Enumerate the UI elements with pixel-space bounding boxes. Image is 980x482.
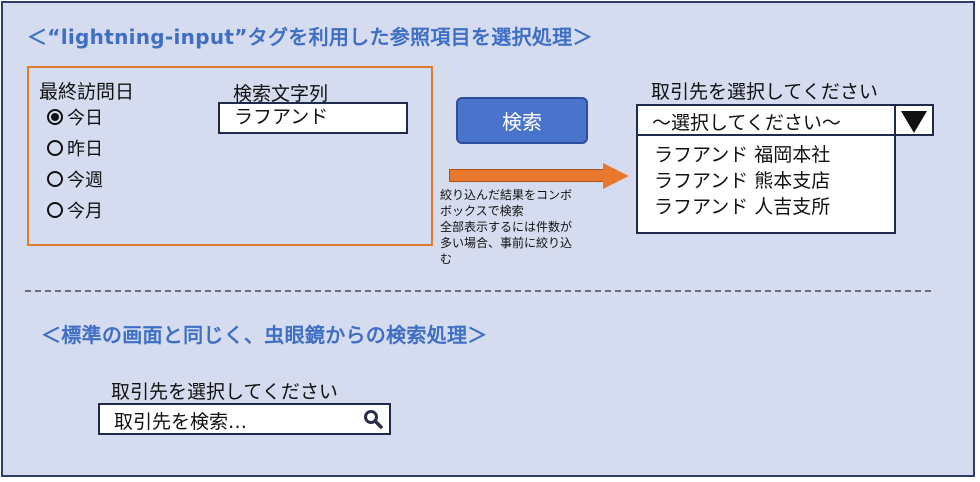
search-button[interactable]: 検索 [456,97,588,144]
radio-label: 今日 [67,108,103,129]
note-line: む [440,252,453,266]
dropdown-item[interactable]: ラフアンド 人吉支所 [654,196,831,218]
radio-yesterday[interactable]: 昨日 [47,135,103,161]
radio-button[interactable] [47,202,63,218]
radio-label: 昨日 [67,139,103,160]
triangle-down-icon [901,111,927,133]
radio-this-week[interactable]: 今週 [47,166,103,192]
note-line: 全部表示するには件数が [440,220,573,234]
standard-search-label: 取引先を選択してください [111,381,338,403]
account-search-placeholder: 取引先を検索… [114,411,248,433]
account-search-input[interactable]: 取引先を検索… [98,403,391,435]
radio-button[interactable] [47,140,63,156]
dropdown-button[interactable] [894,106,932,134]
note-text: 絞り込んだ結果をコンボ ボックスで検索 全部表示するには件数が 多い場合、事前に… [440,187,620,267]
magnifying-glass-icon[interactable] [363,409,383,429]
radio-button-checked[interactable] [47,109,63,125]
combo-selected-value: 〜選択してください〜 [652,112,841,134]
combo-select[interactable]: 〜選択してください〜 [636,104,934,136]
filter-panel [27,66,433,246]
standard-heading: ＜標準の画面と同じく、虫眼鏡からの検索処理＞ [41,323,488,347]
search-string-input[interactable]: ラフアンド [218,102,408,134]
dropdown-item[interactable]: ラフアンド 熊本支店 [654,170,831,192]
note-line: 絞り込んだ結果をコンボ [440,188,573,202]
radio-this-month[interactable]: 今月 [47,197,103,223]
radio-label: 今週 [67,170,103,191]
search-string-label: 検索文字列 [233,83,329,105]
combo-label: 取引先を選択してください [651,81,878,103]
section-divider [25,290,931,292]
last-visit-label: 最終訪問日 [39,81,135,103]
note-line: 多い場合、事前に絞り込 [440,236,573,250]
flow-arrow-head [603,163,629,189]
lightning-heading: ＜“lightning-input”タグを利用した参照項目を選択処理＞ [27,25,593,49]
radio-today[interactable]: 今日 [47,104,103,130]
note-line: ボックスで検索 [440,204,524,218]
dropdown-item[interactable]: ラフアンド 福岡本社 [654,144,831,166]
dropdown-list: ラフアンド 福岡本社 ラフアンド 熊本支店 ラフアンド 人吉支所 [636,136,896,234]
radio-button[interactable] [47,171,63,187]
radio-label: 今月 [67,201,103,222]
flow-arrow-shaft [449,169,605,182]
